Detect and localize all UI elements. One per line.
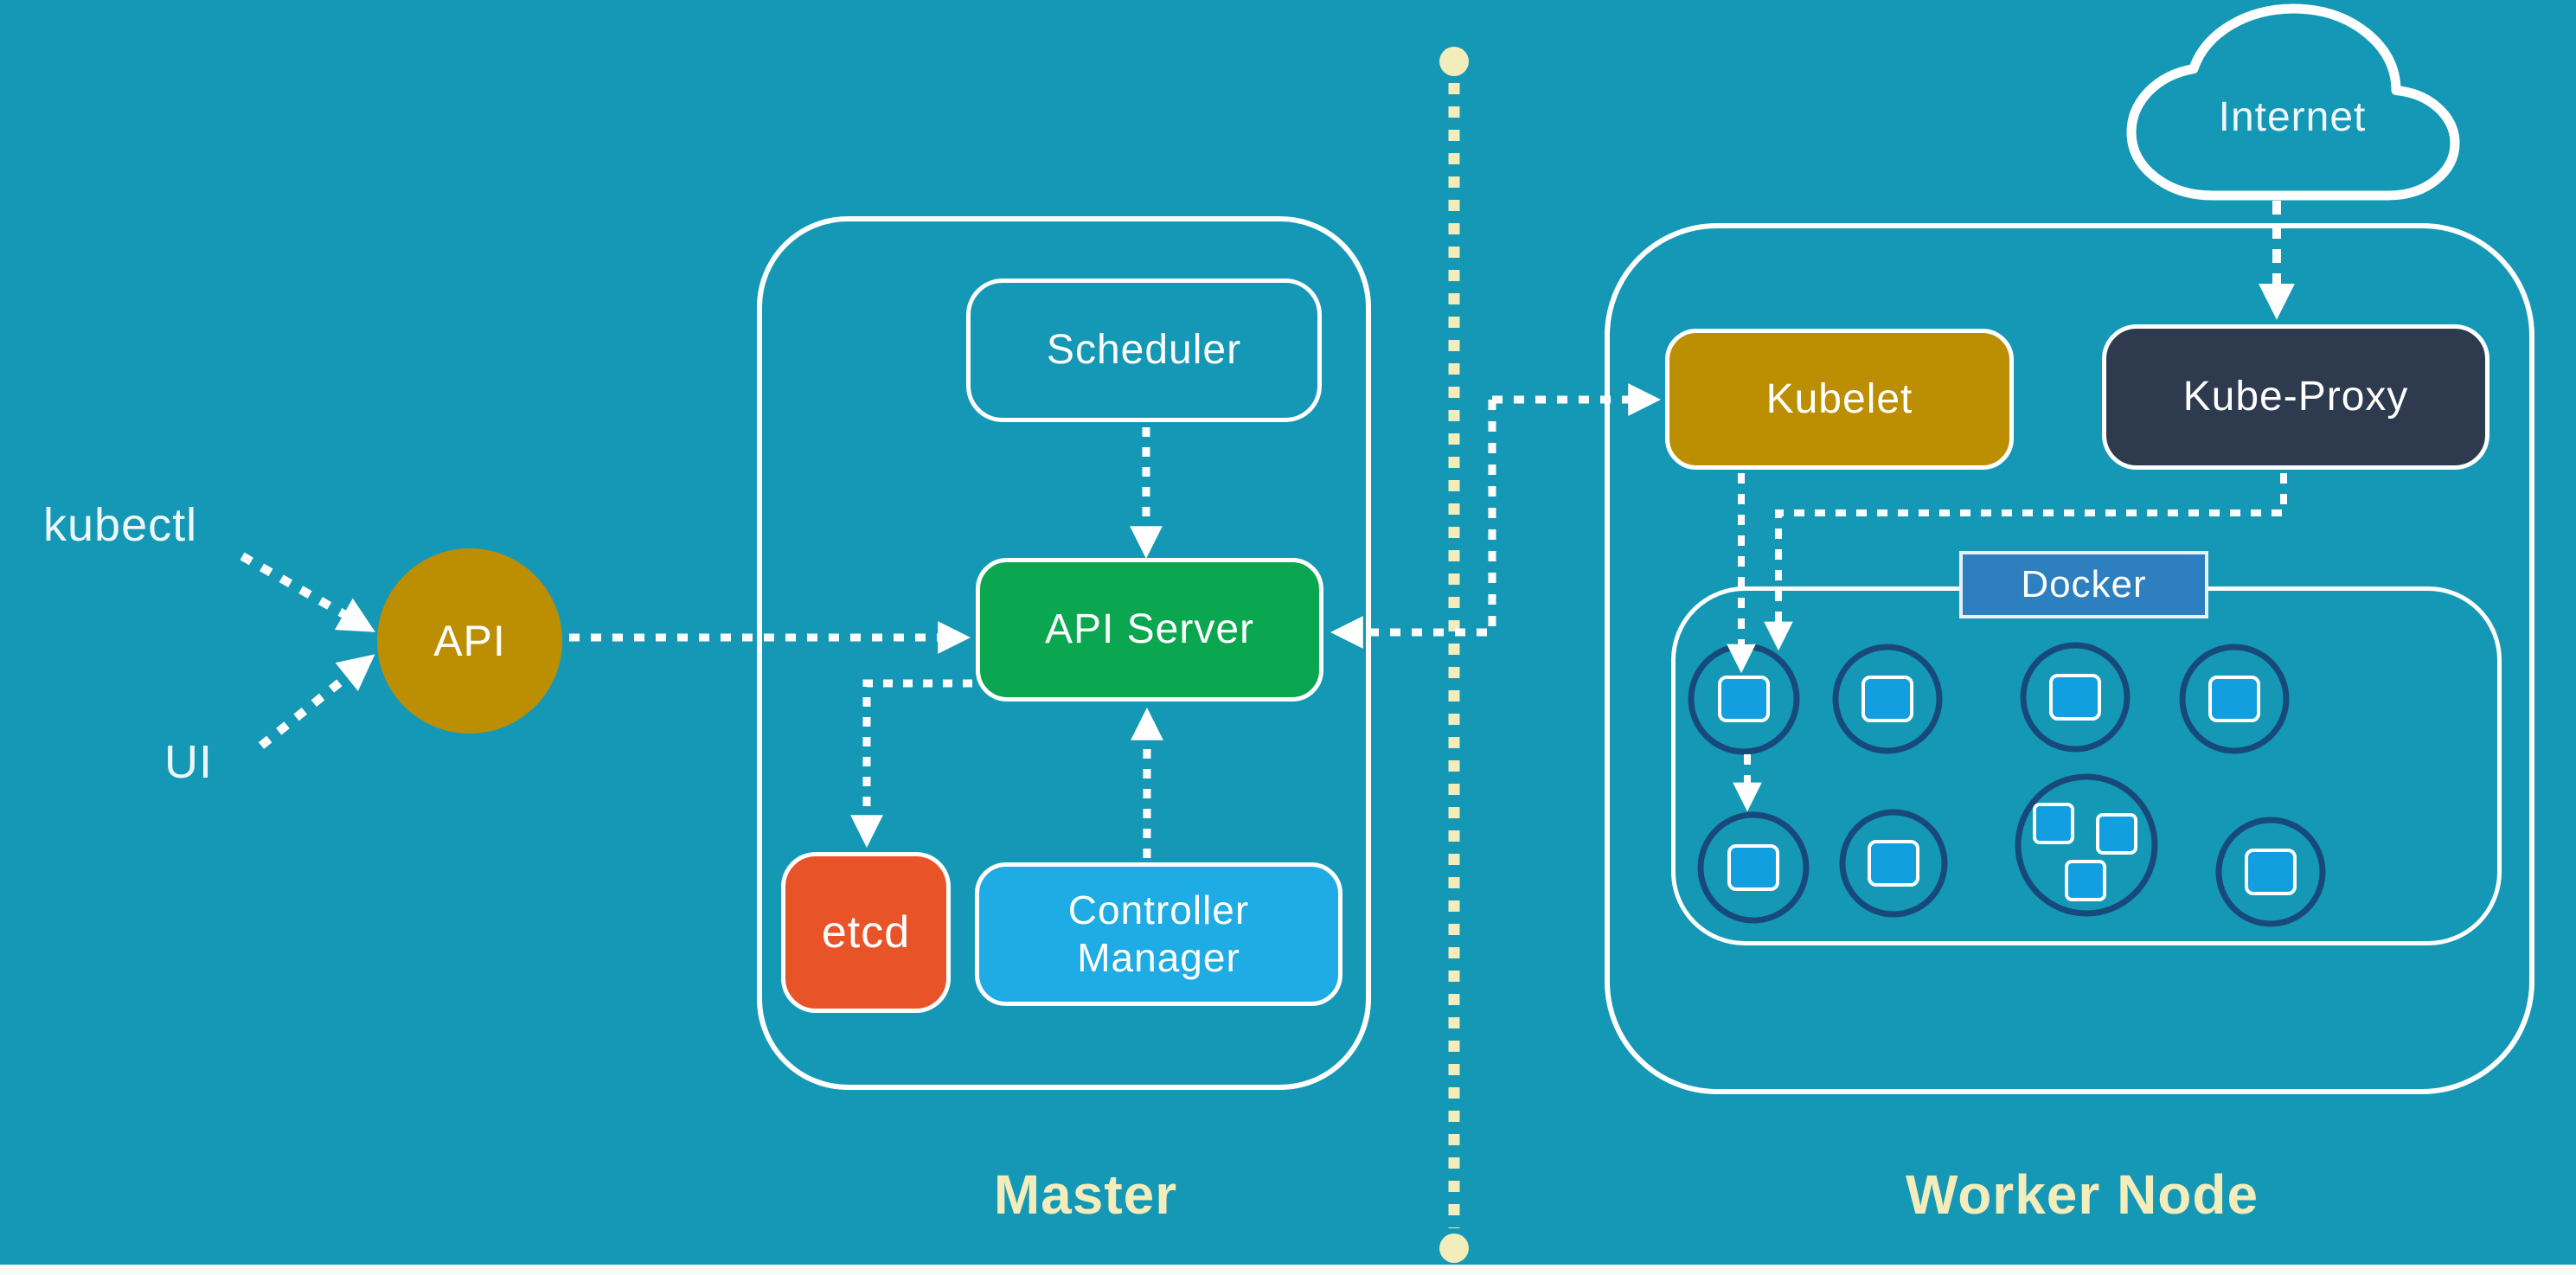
ui-to-api-arrow [258,654,375,749]
pod-circle [1832,644,1943,754]
api-node: API [377,548,562,734]
pod-circle [2179,644,2290,754]
ui-label: UI [164,736,213,788]
pod-circle [2020,642,2131,753]
junction-to-api-server-arrow [1330,400,1496,649]
kubectl-label: kubectl [43,499,198,551]
etcd-node: etcd [781,852,951,1013]
kube-proxy-to-pod-arrow [1764,473,2287,651]
pod-circle [1697,811,1810,924]
divider-top-dot [1439,47,1469,76]
kubelet-node: Kubelet [1665,329,2014,470]
pod-circle-multi [2015,773,2158,917]
kubectl-to-api-arrow [240,552,375,632]
container-square [1868,840,1919,887]
api-server-node: API Server [976,558,1323,702]
container-square [1718,676,1770,722]
internet-cloud-icon [2131,9,2455,195]
scheduler-label: Scheduler [1046,327,1242,374]
container-square [2049,674,2101,721]
docker-label: Docker [2021,562,2147,605]
container-square-small [2096,813,2137,855]
slide-bottom-strip [0,1265,2576,1275]
container-square-small [2065,860,2106,901]
controller-manager-node: Controller Manager [975,862,1342,1006]
container-square [2208,676,2260,722]
scheduler-node: Scheduler [966,279,1322,422]
controller-manager-label: Controller Manager [1067,887,1250,980]
docker-badge: Docker [1959,551,2208,618]
etcd-label: etcd [821,907,911,958]
kube-proxy-label: Kube-Proxy [2182,374,2409,420]
master-container [757,216,1371,1090]
worker-node-container [1605,223,2534,1094]
container-square-small [2033,803,2074,844]
kubelet-label: Kubelet [1765,375,1913,422]
internet-label: Internet [2218,94,2367,140]
container-square [1862,676,1913,722]
api-node-label: API [433,617,506,665]
pod-circle [1839,809,1948,918]
master-title: Master [993,1163,1178,1226]
worker-node-title: Worker Node [1905,1163,2259,1226]
kube-proxy-node: Kube-Proxy [2102,324,2489,470]
pod-circle [2215,817,2326,927]
api-server-to-etcd-arrow [850,679,972,849]
container-square [2245,849,2297,895]
divider-bottom-dot [1439,1233,1469,1263]
container-square [1727,844,1779,891]
api-server-label: API Server [1044,606,1255,653]
